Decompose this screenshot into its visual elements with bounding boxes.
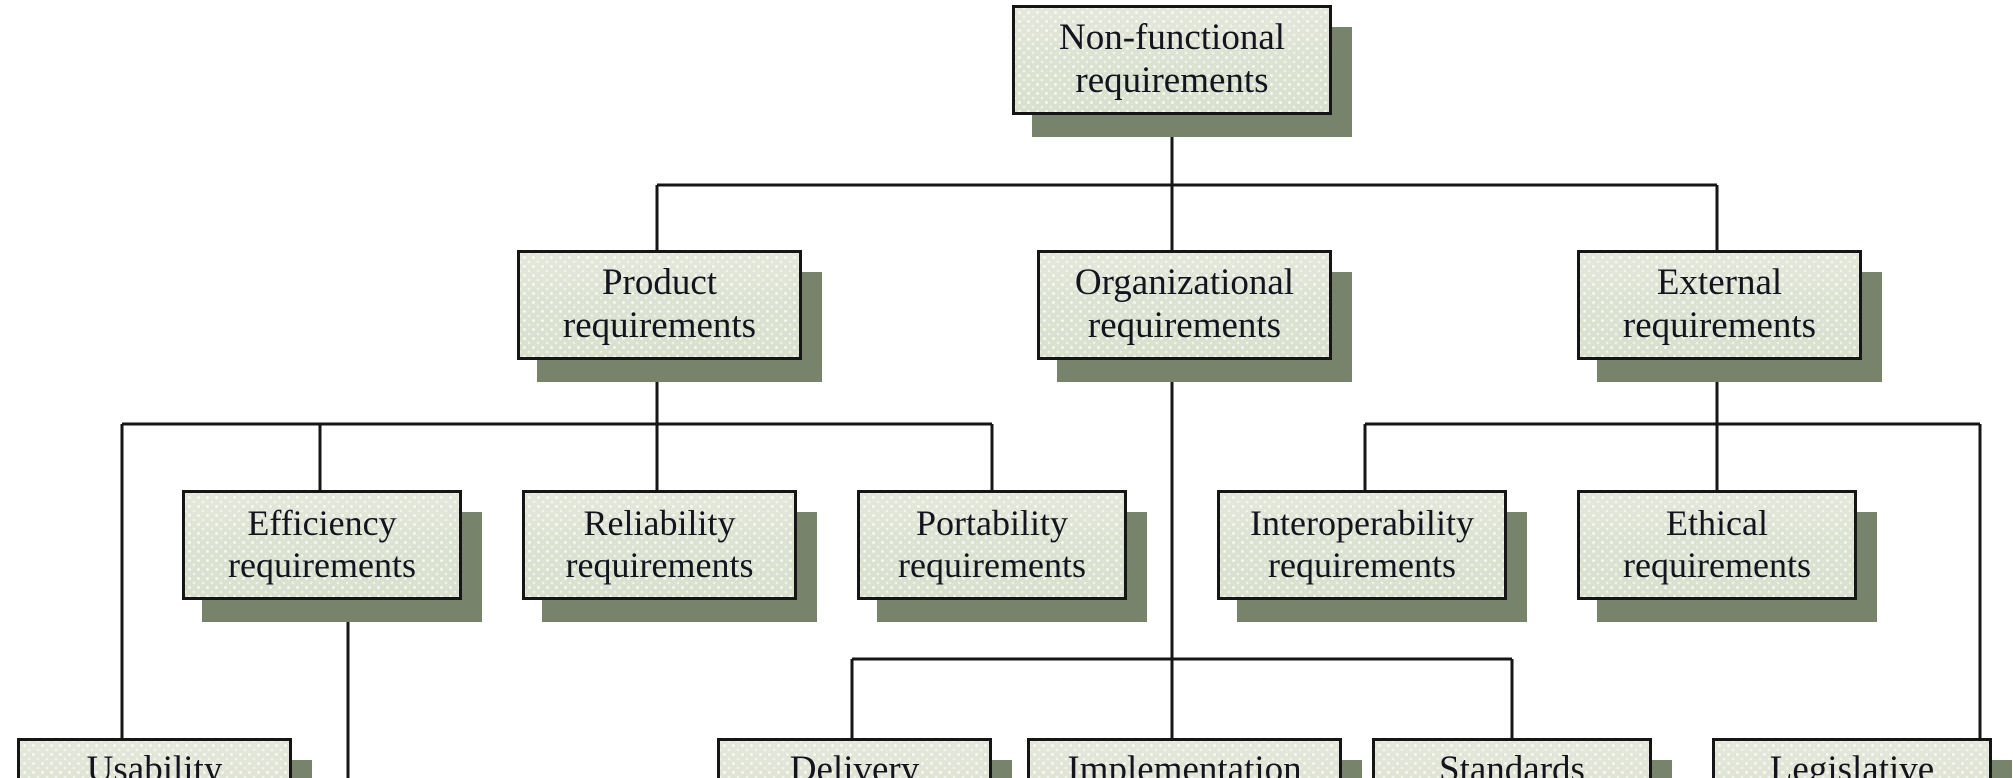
node-label-line1: Ethical xyxy=(1666,503,1768,544)
node-label-line1: Delivery xyxy=(789,749,920,778)
node-label-line1: Organizational xyxy=(1074,262,1295,304)
node-label-line2: requirements xyxy=(1622,305,1817,346)
node-label-line1: Efficiency xyxy=(247,503,397,544)
node-implementation-requirements[interactable]: Implementation xyxy=(1027,738,1342,778)
node-label-line1: Implementation xyxy=(1067,749,1302,778)
node-delivery-requirements[interactable]: Delivery xyxy=(717,738,992,778)
node-label-line2: requirements xyxy=(1075,60,1269,101)
node-label-line2: requirements xyxy=(1268,545,1456,585)
node-usability-requirements[interactable]: Usability xyxy=(17,738,292,778)
node-label-line2: requirements xyxy=(228,545,416,585)
node-interoperability-requirements[interactable]: Interoperability requirements xyxy=(1217,490,1507,600)
node-label-line2: requirements xyxy=(1087,305,1282,346)
node-label-line1: External xyxy=(1656,262,1783,304)
node-label-line1: Standards xyxy=(1439,749,1585,778)
node-non-functional-requirements[interactable]: Non-functional requirements xyxy=(1012,5,1332,115)
node-label-line1: Non-functional xyxy=(1058,17,1286,59)
node-label-line1: Interoperability xyxy=(1250,503,1474,544)
node-product-requirements[interactable]: Product requirements xyxy=(517,250,802,360)
node-label-line1: Portability xyxy=(916,503,1068,544)
node-label-line1: Usability xyxy=(86,749,223,778)
node-label-line1: Reliability xyxy=(583,503,736,544)
node-label-line2: requirements xyxy=(562,305,757,346)
node-label-line2: requirements xyxy=(565,545,754,585)
node-reliability-requirements[interactable]: Reliability requirements xyxy=(522,490,797,600)
node-ethical-requirements[interactable]: Ethical requirements xyxy=(1577,490,1857,600)
node-efficiency-requirements[interactable]: Efficiency requirements xyxy=(182,490,462,600)
node-standards-requirements[interactable]: Standards xyxy=(1372,738,1652,778)
node-legislative-requirements[interactable]: Legislative xyxy=(1712,738,1992,778)
node-label-line2: requirements xyxy=(898,545,1086,585)
node-organizational-requirements[interactable]: Organizational requirements xyxy=(1037,250,1332,360)
node-label-line1: Legislative xyxy=(1769,749,1935,778)
node-portability-requirements[interactable]: Portability requirements xyxy=(857,490,1127,600)
node-external-requirements[interactable]: External requirements xyxy=(1577,250,1862,360)
node-label-line2: requirements xyxy=(1623,545,1811,585)
node-label-line1: Product xyxy=(601,262,718,304)
